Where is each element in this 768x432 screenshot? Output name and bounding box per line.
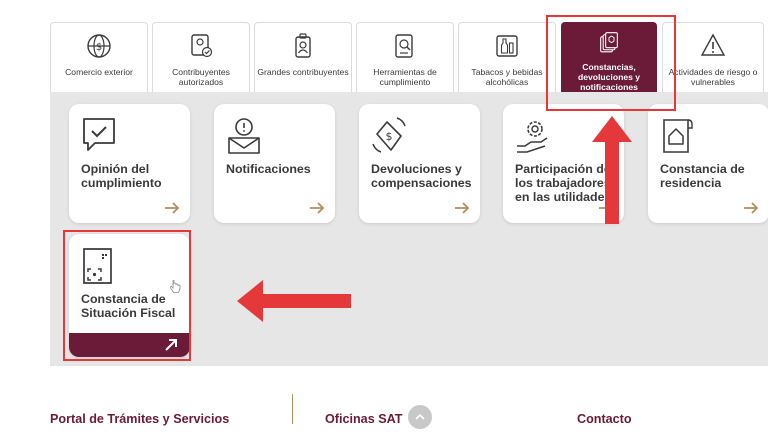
card-notificaciones[interactable]: Notificaciones bbox=[214, 104, 335, 223]
highlight-card-box bbox=[63, 230, 191, 361]
card-footer-bar bbox=[69, 333, 190, 357]
chevron-up-icon bbox=[415, 413, 425, 420]
tab-tabacos-bebidas[interactable]: Tabacos y bebidas alcohólicas bbox=[458, 22, 556, 92]
tab-grandes-contribuyentes[interactable]: Grandes contribuyentes bbox=[254, 22, 352, 92]
id-badge-icon bbox=[295, 33, 311, 58]
envelope-alert-icon bbox=[228, 118, 260, 154]
annotation-arrow-up bbox=[592, 116, 632, 224]
money-return-icon: $ bbox=[372, 117, 406, 153]
card-constancia-residencia[interactable]: Constancia de residencia bbox=[648, 104, 768, 223]
arrow-right-icon bbox=[455, 202, 470, 214]
hand-gear-icon bbox=[517, 121, 548, 153]
tab-constancias-devoluciones[interactable]: Constancias, devoluciones y notificacion… bbox=[561, 22, 657, 92]
document-search-icon bbox=[395, 34, 413, 58]
certified-contributor-icon bbox=[191, 34, 213, 58]
category-tabs: $ Comercio exterior Contribuyentes autor… bbox=[50, 0, 768, 96]
tab-comercio-exterior[interactable]: $ Comercio exterior bbox=[50, 22, 148, 92]
svg-text:$: $ bbox=[96, 42, 102, 53]
tab-herramientas-cumplimiento[interactable]: Herramientas de cumplimiento bbox=[356, 22, 454, 92]
chat-check-icon bbox=[83, 118, 115, 151]
card-devoluciones-compensaciones[interactable]: $ Devoluciones y compensaciones bbox=[359, 104, 480, 223]
tab-contribuyentes-autorizados[interactable]: Contribuyentes autorizados bbox=[152, 22, 250, 92]
certificate-stack-icon bbox=[600, 32, 618, 53]
footer-divider bbox=[292, 394, 293, 424]
svg-text:$: $ bbox=[386, 130, 393, 143]
site-footer: Portal de Trámites y Servicios Oficinas … bbox=[0, 392, 768, 432]
services-panel: Opinión del cumplimiento Notificaciones … bbox=[50, 92, 768, 366]
bottle-icon bbox=[496, 35, 518, 57]
scroll-top-button[interactable] bbox=[408, 405, 432, 429]
tab-actividades-riesgo[interactable]: Actividades de riesgo o vulnerables bbox=[662, 22, 764, 92]
globe-currency-icon: $ bbox=[87, 34, 111, 58]
qr-document-icon bbox=[83, 248, 112, 284]
footer-link-contacto[interactable]: Contacto bbox=[577, 412, 632, 426]
alert-triangle-icon bbox=[700, 33, 726, 56]
arrow-right-icon bbox=[744, 202, 759, 214]
external-arrow-icon bbox=[165, 339, 177, 351]
footer-link-oficinas[interactable]: Oficinas SAT bbox=[325, 412, 403, 426]
card-opinion-cumplimiento[interactable]: Opinión del cumplimiento bbox=[69, 104, 190, 223]
highlight-tab-box bbox=[546, 15, 676, 111]
hand-pointer-icon bbox=[169, 280, 181, 293]
arrow-right-icon bbox=[165, 202, 180, 214]
arrow-right-icon bbox=[310, 202, 325, 214]
card-constancia-situacion-fiscal[interactable]: Constancia de Situación Fiscal bbox=[69, 234, 190, 357]
house-document-icon bbox=[663, 119, 693, 153]
annotation-arrow-left bbox=[237, 280, 351, 322]
footer-link-portal[interactable]: Portal de Trámites y Servicios bbox=[50, 412, 230, 426]
